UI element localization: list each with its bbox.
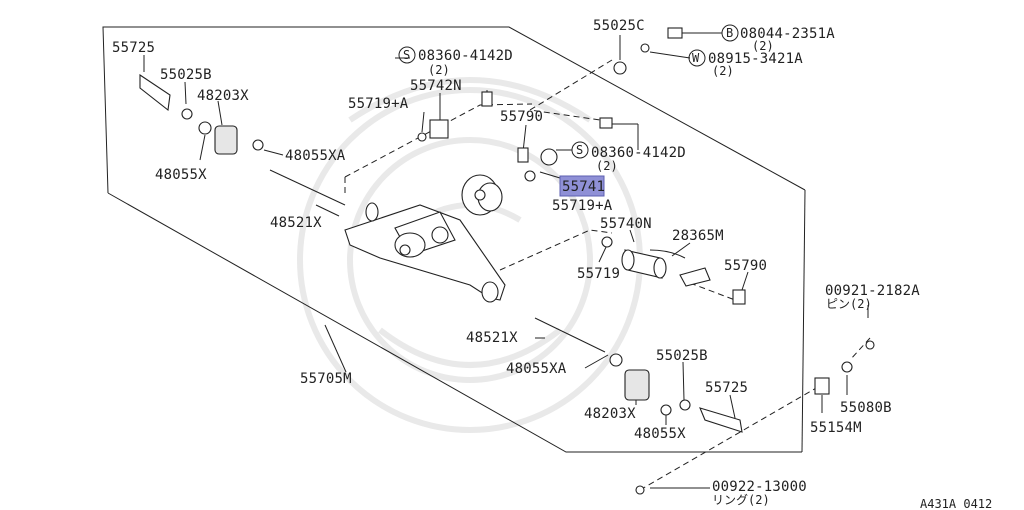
label-08044-qty: (2) bbox=[752, 39, 774, 53]
label-08915: 08915-3421A bbox=[708, 51, 803, 67]
label-55725-bot: 55725 bbox=[705, 380, 748, 396]
s-symbol-mid: S bbox=[576, 143, 583, 157]
label-48055x-bot: 48055X bbox=[634, 426, 686, 442]
label-55741[interactable]: 55741 bbox=[562, 179, 605, 195]
label-48055x-top: 48055X bbox=[155, 167, 207, 183]
assembly-outline bbox=[102, 26, 806, 453]
label-08360-top-qty: (2) bbox=[428, 63, 450, 77]
label-55080b: 55080B bbox=[840, 400, 892, 416]
label-28365m: 28365M bbox=[672, 228, 724, 244]
figure-code: A431A 0412 bbox=[920, 497, 992, 510]
w-symbol: W bbox=[692, 51, 700, 65]
label-55719a-mid: 55719+A bbox=[552, 198, 613, 214]
dashed-guides bbox=[344, 59, 871, 491]
circled-symbols: S B W S bbox=[398, 24, 739, 159]
label-55719a-top: 55719+A bbox=[348, 96, 409, 112]
label-00922-sub: リング(2) bbox=[712, 493, 770, 507]
label-55025c: 55025C bbox=[593, 18, 645, 34]
label-08360-mid: 08360-4142D bbox=[591, 145, 686, 161]
label-08044: 08044-2351A bbox=[740, 26, 835, 42]
s-symbol-top: S bbox=[403, 48, 410, 62]
part-labels: 55725 55025B 48203X 48055XA 48055X 48521… bbox=[112, 18, 992, 510]
label-08360-mid-qty: (2) bbox=[596, 159, 618, 173]
label-55719: 55719 bbox=[577, 266, 620, 282]
label-48521x-bot: 48521X bbox=[466, 330, 518, 346]
highlight-box-55741[interactable] bbox=[559, 175, 605, 197]
b-symbol: B bbox=[726, 26, 733, 40]
label-55740n: 55740N bbox=[600, 216, 652, 232]
label-55154m: 55154M bbox=[810, 420, 862, 436]
solenoid-valve bbox=[461, 174, 503, 216]
small-parts bbox=[139, 27, 875, 495]
label-55790-mid: 55790 bbox=[724, 258, 767, 274]
label-00921: 00921-2182A bbox=[825, 283, 920, 299]
label-00921-sub: ピン(2) bbox=[826, 297, 872, 311]
label-55705m: 55705M bbox=[300, 371, 352, 387]
label-48521x-top: 48521X bbox=[270, 215, 322, 231]
label-48203x-bot: 48203X bbox=[584, 406, 636, 422]
label-00922: 00922-13000 bbox=[712, 479, 807, 495]
label-48055xa-bot: 48055XA bbox=[506, 361, 567, 377]
label-08915-qty: (2) bbox=[712, 64, 734, 78]
motor bbox=[621, 249, 686, 279]
label-48203x-top: 48203X bbox=[197, 88, 249, 104]
label-48055xa-top: 48055XA bbox=[285, 148, 346, 164]
label-55725-top: 55725 bbox=[112, 40, 155, 56]
rack-housing bbox=[344, 202, 506, 303]
label-55025b-top: 55025B bbox=[160, 67, 212, 83]
label-08360-top: 08360-4142D bbox=[418, 48, 513, 64]
label-55025b-bot: 55025B bbox=[656, 348, 708, 364]
label-55742n: 55742N bbox=[410, 78, 462, 94]
bracket bbox=[679, 267, 711, 287]
label-55790-top: 55790 bbox=[500, 109, 543, 125]
